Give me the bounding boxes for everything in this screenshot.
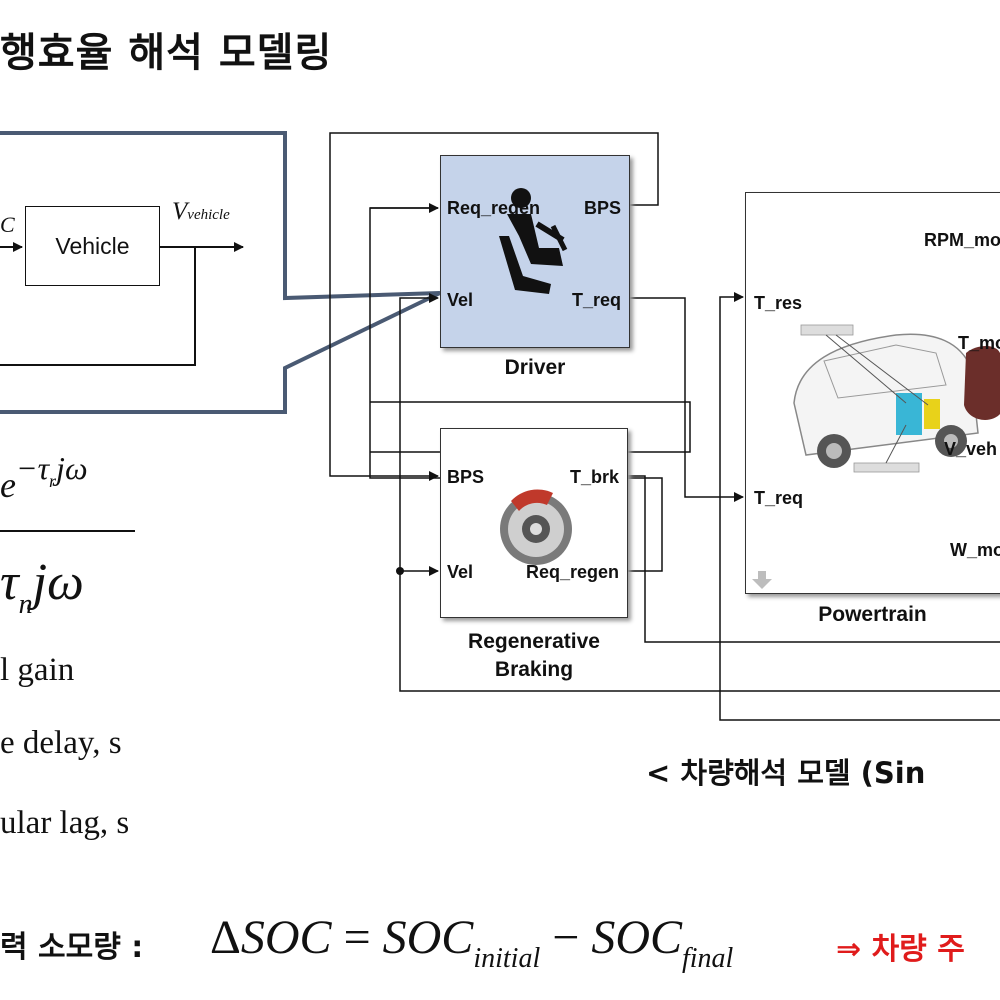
powertrain-port-rpm-mo: RPM_mo (924, 230, 1000, 250)
result-arrow-text: ⇒ 차량 주 (836, 932, 965, 967)
consumption-label: 력 소모량 : (0, 930, 144, 965)
regen-port-t-brk: T_brk (569, 467, 619, 487)
tf-denominator: τnjω (0, 553, 84, 620)
driver-port-bps: BPS (583, 198, 621, 218)
powertrain-port-t-req: T_req (754, 488, 804, 508)
regen-caption: Regenerative Braking (434, 628, 634, 684)
driver-port-vel: Vel (447, 290, 474, 310)
minus-sign: − (552, 911, 580, 964)
param-lag: ular lag, s (0, 805, 130, 841)
powertrain-port-t-res: T_res (754, 293, 803, 313)
callout-frame-top (0, 131, 441, 301)
regen-port-bps: BPS (447, 467, 485, 487)
vehicle-cutaway-icon (752, 324, 1000, 589)
model-caption: < 차량해석 모델 (Sin (646, 756, 926, 790)
powertrain-port-v-veh: V_veh (944, 439, 998, 459)
soc-equation: ΔSOC = SOCinitial − SOCfinal (210, 910, 733, 974)
driver-port-t-req: T_req (571, 290, 621, 310)
soc-term: SOC (240, 911, 332, 964)
vehicle-block: Vehicle (25, 206, 160, 286)
regen-block[interactable]: BPS Vel T_brk Req_regen (440, 428, 628, 618)
driver-port-req-regen: Req_regen (447, 198, 541, 218)
output-subscript: vehicle (187, 207, 230, 223)
powertrain-block[interactable]: T_res T_req RPM_mo T_mo V_veh W_mo (745, 192, 1000, 594)
output-signal-label: Vvehicle (172, 198, 230, 226)
tf-num-base: e (0, 465, 16, 505)
tf-den-sub: n (18, 589, 33, 620)
soc-final-sub: final (682, 943, 734, 974)
output-symbol: V (172, 198, 188, 225)
equals-sign: = (343, 911, 371, 964)
driver-block[interactable]: Req_regen Vel BPS T_req (440, 155, 630, 348)
tf-num-exp-rest: jω (56, 450, 88, 486)
soc-initial-sub: initial (473, 943, 541, 974)
regen-port-req-regen: Req_regen (525, 562, 619, 582)
regen-caption-line2: Braking (494, 658, 574, 681)
tf-numerator: e−τrjω (0, 446, 88, 505)
soc-initial-term: SOC (382, 911, 474, 964)
regen-caption-line1: Regenerative (468, 630, 600, 653)
soc-final-term: SOC (591, 911, 682, 964)
tf-num-exp: −τ (15, 450, 50, 486)
driver-caption: Driver (504, 356, 566, 379)
delta-symbol: Δ (210, 911, 241, 964)
tf-den-symbol: τ (0, 554, 19, 611)
tf-num-exp-sub: r (49, 471, 57, 491)
param-delay: e delay, s (0, 725, 122, 761)
vehicle-block-label: Vehicle (55, 233, 130, 259)
callout-frame-bottom (0, 291, 441, 414)
tf-den-rest: jω (32, 554, 84, 611)
input-sub-label: C (0, 212, 15, 237)
page-title: 행효율 해석 모델링 (0, 30, 333, 76)
driver-seat-icon (499, 188, 568, 294)
regen-port-vel: Vel (447, 562, 474, 582)
param-gain: l gain (0, 652, 75, 688)
powertrain-caption: Powertrain (818, 603, 927, 626)
powertrain-port-t-mo: T_mo (958, 333, 1000, 353)
brake-disc-icon (500, 489, 572, 565)
powertrain-port-w-mo: W_mo (950, 540, 1000, 560)
